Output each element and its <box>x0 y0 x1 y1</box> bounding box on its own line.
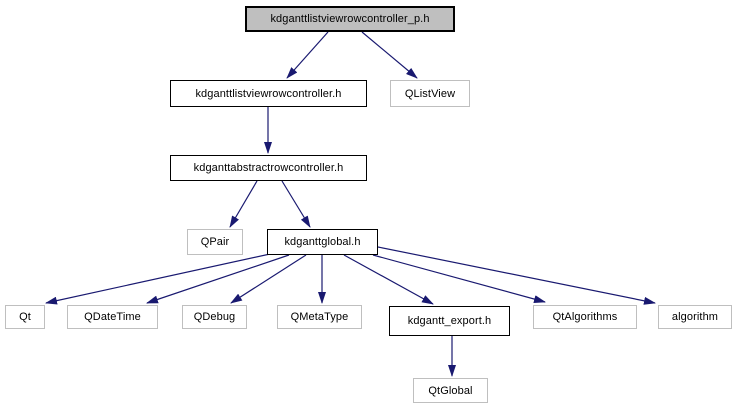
edge-kdganttglobal-to-qt <box>45 253 271 305</box>
node-qmetatype: QMetaType <box>277 305 362 329</box>
node-qtglobal: QtGlobal <box>413 378 488 403</box>
edge-listviewrowcontroller-p-to-qlistview <box>361 31 418 79</box>
node-kdganttlistviewrowcontroller-p-h: kdganttlistviewrowcontroller_p.h <box>245 6 455 32</box>
node-qdatetime: QDateTime <box>67 305 158 329</box>
node-kdgantt-export-h[interactable]: kdgantt_export.h <box>389 306 510 336</box>
edge-kdganttglobal-to-qdatetime <box>146 254 290 304</box>
edge-abstractrowcontroller-to-kdganttglobal <box>281 180 311 228</box>
node-qtalgorithms: QtAlgorithms <box>533 305 637 329</box>
edge-kdganttglobal-to-qtalgorithms <box>372 254 546 303</box>
node-qlistview: QListView <box>390 80 470 107</box>
edge-kdganttglobal-to-kdgantt-export <box>343 254 434 305</box>
node-qt: Qt <box>5 305 45 329</box>
edge-kdganttglobal-to-qdebug <box>230 254 307 304</box>
node-qdebug: QDebug <box>182 305 247 329</box>
node-algorithm: algorithm <box>658 305 732 329</box>
node-qpair: QPair <box>187 229 243 255</box>
edge-listviewrowcontroller-p-to-listviewrowcontroller <box>286 31 329 79</box>
node-kdganttabstractrowcontroller-h[interactable]: kdganttabstractrowcontroller.h <box>170 155 367 181</box>
edge-kdganttglobal-to-algorithm <box>377 246 656 305</box>
node-kdganttlistviewrowcontroller-h[interactable]: kdganttlistviewrowcontroller.h <box>170 80 367 107</box>
node-kdganttglobal-h[interactable]: kdganttglobal.h <box>267 229 378 255</box>
edge-abstractrowcontroller-to-qpair <box>229 180 258 228</box>
